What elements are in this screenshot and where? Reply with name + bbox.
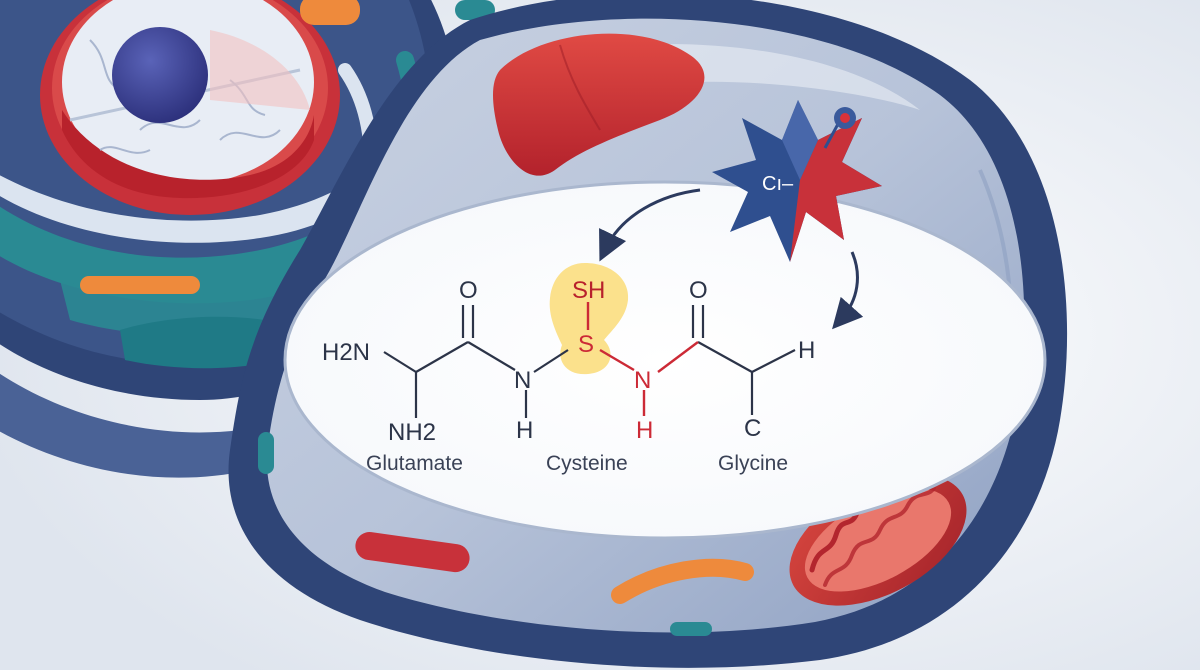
- orange-organelle-bottom: [611, 558, 754, 604]
- glutathione-molecule: H2N O NH2 N H SH S N H O H C Glutamate C…: [322, 263, 815, 475]
- nucleus-icon: [40, 0, 340, 215]
- atom-h-left: H: [516, 417, 533, 444]
- bonds: [383, 305, 796, 418]
- atom-nh2: NH2: [388, 419, 436, 446]
- residue-glutamate: Glutamate: [366, 452, 463, 475]
- thiol-bonds: [586, 302, 699, 416]
- atom-sh: SH: [572, 277, 605, 304]
- liver-icon: [493, 33, 705, 176]
- residue-cysteine: Cysteine: [546, 452, 628, 475]
- radical-label: Cı–: [762, 173, 794, 195]
- atom-h-top: H: [798, 337, 815, 364]
- teal-organelle-bottom: [670, 622, 712, 636]
- er-teal-lens: [120, 316, 290, 369]
- atom-o-left: O: [459, 277, 478, 304]
- molecule-window: [283, 180, 1047, 540]
- left-cell-bottom-curve: [0, 373, 250, 478]
- atom-n-right: N: [634, 367, 651, 394]
- red-organelle: [355, 532, 470, 573]
- atom-h-right: H: [636, 417, 653, 444]
- arrow-icon: [599, 188, 701, 262]
- residue-glycine: Glycine: [718, 452, 788, 475]
- orange-accent-top: [300, 0, 360, 25]
- main-cell: [228, 0, 1068, 668]
- atom-c: C: [744, 415, 761, 442]
- free-radical-icon: Cı–: [712, 100, 882, 262]
- teal-accent-top: [455, 0, 495, 20]
- arrow-icon-right: [832, 251, 864, 330]
- er-band-light: [0, 130, 410, 243]
- atom-h2n: H2N: [322, 339, 370, 366]
- atom-o-right: O: [689, 277, 708, 304]
- er-orange-bar: [80, 276, 200, 294]
- teal-organelle-left: [258, 432, 274, 474]
- atom-n-left: N: [514, 367, 531, 394]
- atom-s: S: [578, 331, 594, 358]
